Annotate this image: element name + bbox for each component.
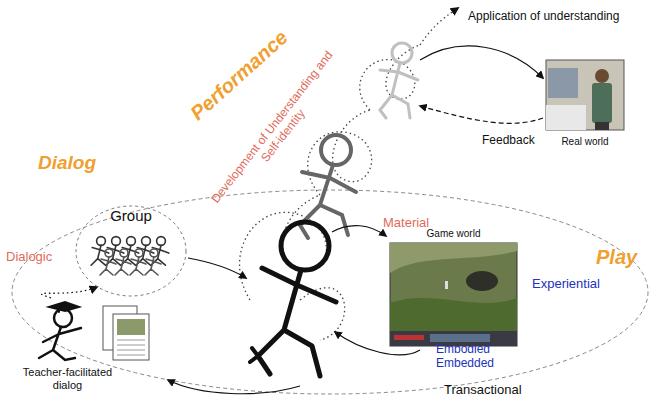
group-member — [115, 257, 131, 275]
paper-line — [117, 345, 145, 346]
paper-line — [117, 355, 145, 356]
teacher-cap — [49, 302, 79, 312]
game-screenshot — [390, 243, 517, 346]
group-member — [97, 237, 106, 246]
embodied-label: Embodied — [436, 343, 490, 357]
game-world-node: Game world — [390, 228, 517, 348]
learner-figure — [250, 222, 336, 376]
group-member — [130, 257, 146, 275]
game-toolbar — [430, 334, 490, 342]
experiential-label: Experiential — [532, 277, 600, 292]
teacher-figure — [39, 302, 81, 360]
dialogic-label: Dialogic — [6, 250, 52, 265]
group-member — [127, 237, 136, 246]
teacher-body — [39, 327, 81, 360]
group-member — [135, 249, 143, 257]
transactional-label: Transactional — [444, 383, 522, 398]
game-terrain — [390, 243, 517, 273]
group-member — [120, 249, 128, 257]
game-grass — [390, 298, 517, 346]
node-label: Group — [75, 207, 187, 224]
application-label: Application of understanding — [468, 10, 619, 24]
future-figure — [380, 43, 418, 118]
context-ellipse — [12, 190, 648, 394]
group-ellipse — [76, 206, 186, 296]
group-node: Group — [75, 205, 187, 297]
photo-bench — [546, 105, 586, 130]
photo-shelf — [548, 68, 578, 98]
feedback-label: Feedback — [482, 134, 535, 148]
group-member — [142, 237, 151, 246]
node-label: Real world — [546, 136, 624, 147]
photo-person — [592, 83, 612, 123]
real-world-node: Real world — [546, 60, 624, 152]
game-avatar — [445, 281, 448, 289]
group-member — [112, 237, 121, 246]
photo-person — [595, 122, 609, 130]
paper-sheet — [113, 314, 149, 360]
game-health — [394, 335, 424, 340]
paper-line — [117, 350, 145, 351]
group-member — [105, 249, 113, 257]
group-member — [157, 237, 166, 246]
embedded-label: Embedded — [436, 357, 494, 371]
node-label: Teacher-facilitated dialog — [15, 366, 120, 392]
game-creature — [466, 271, 498, 291]
photo-person — [595, 69, 609, 83]
dialog-heading: Dialog — [38, 152, 96, 174]
group-figures — [91, 237, 169, 275]
paper-picture — [117, 319, 145, 335]
play-heading: Play — [596, 246, 637, 269]
group-member — [150, 249, 158, 257]
node-shape — [15, 298, 155, 398]
dialog-connector — [41, 287, 97, 298]
material-label: Material — [383, 216, 429, 231]
teacher-head — [54, 309, 72, 327]
node-shape — [390, 228, 517, 348]
teacher-node: Teacher-facilitated dialog — [15, 298, 155, 398]
real-world-photo — [546, 60, 624, 130]
group-member — [100, 257, 116, 275]
paper-line — [117, 340, 145, 341]
group-member — [145, 257, 161, 275]
